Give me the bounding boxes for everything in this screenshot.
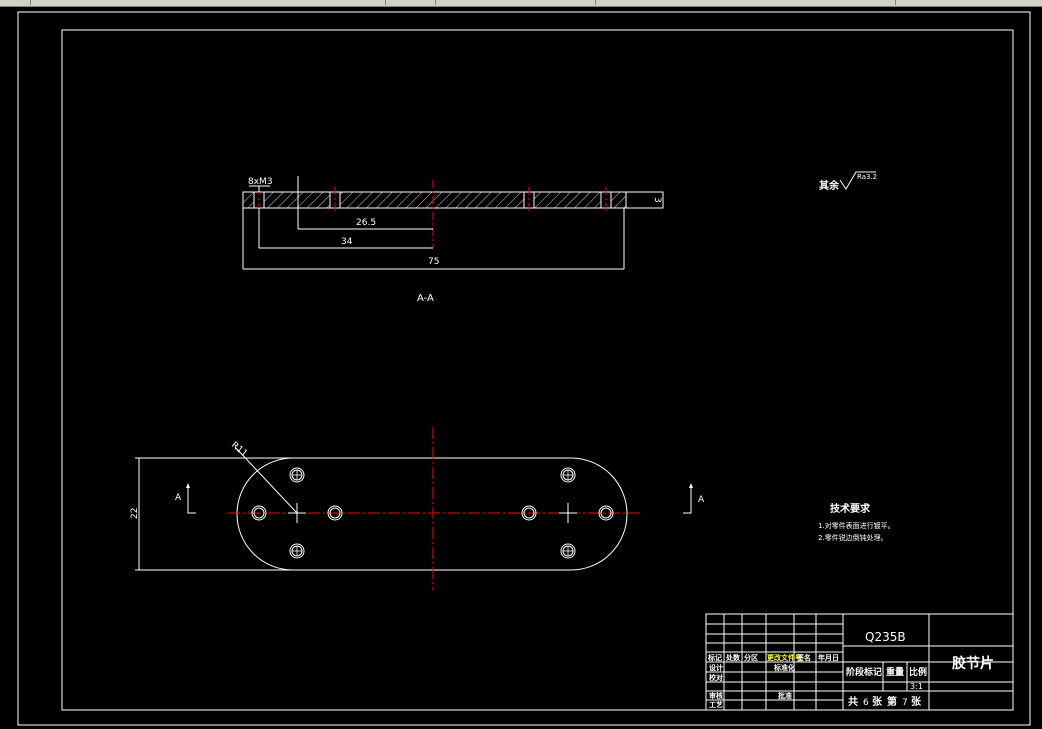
tech-req-item: 2.零件锐边倒钝处理。 (818, 533, 888, 542)
stage-header: 阶段标记 (846, 666, 882, 678)
sig-label: 校对 (709, 673, 723, 682)
sheet-no-label: 第 (887, 695, 897, 708)
section-label: A-A (417, 293, 434, 304)
plan-view[interactable]: R11 22 A A (130, 427, 705, 590)
toolbar-segment[interactable] (595, 0, 896, 5)
outer-frame (17, 11, 1031, 726)
hole-crosshairs (292, 470, 573, 556)
section-markers (187, 484, 692, 514)
height-dim: 22 (130, 508, 140, 519)
tech-requirements: 技术要求 1.对零件表面进行镀平。 2.零件锐边倒钝处理。 (818, 502, 895, 542)
section-marker-right: A (698, 495, 705, 505)
sig-label: 工艺 (709, 700, 723, 709)
section-hatch (243, 192, 663, 208)
sheets-unit: 张 (872, 695, 883, 708)
toolbar-segment[interactable] (895, 0, 1042, 5)
part-name: 胶节片 (952, 655, 994, 672)
section-view[interactable]: 8xM3 3 26.5 34 75 A-A (242, 176, 664, 304)
signature-labels: 设计 校对 审核 工艺 标准化 批准 (709, 663, 795, 709)
toolbar-strip (0, 0, 1042, 7)
title-block[interactable]: Q235B 胶节片 3:1 标记 处数 分区 更改文件号 签名 年月日 设计 校… (705, 613, 1014, 711)
surface-finish: 其余 Ra3.2 (819, 171, 877, 192)
tech-req-title: 技术要求 (830, 502, 871, 515)
rev-header: 签名 (796, 653, 811, 662)
sheet-unit: 张 (911, 695, 922, 708)
rev-header: 年月日 (818, 653, 839, 662)
sheet-count: 共 6 张 第 7 张 (848, 695, 922, 708)
section-centerlines (258, 180, 607, 248)
section-dimensions (242, 176, 625, 270)
toolbar-segment[interactable] (30, 0, 386, 5)
sig-label: 设计 (709, 663, 723, 672)
drawing-canvas[interactable]: 8xM3 3 26.5 34 75 A-A (0, 7, 1042, 729)
material: Q235B (865, 630, 906, 644)
dim-mid: 34 (341, 237, 353, 247)
toolbar-segment[interactable] (0, 0, 31, 5)
stage-header: 重量 (886, 666, 904, 678)
sheets-total-label: 共 (848, 695, 858, 708)
revision-header-row: 标记 处数 分区 更改文件号 签名 年月日 (707, 653, 839, 662)
thickness-dim: 3 (652, 197, 662, 203)
title-block-grid (705, 613, 1014, 711)
section-outline (242, 191, 664, 209)
dim-overall: 75 (428, 257, 439, 267)
slot-outline (236, 457, 628, 571)
rev-header: 更改文件号 (767, 653, 802, 662)
plan-centerlines (228, 427, 640, 590)
drawing-border (61, 29, 1014, 711)
sheets-total: 6 (863, 698, 869, 708)
rev-header: 处数 (725, 653, 741, 662)
thread-callout: 8xM3 (248, 177, 273, 187)
rev-header: 标记 (707, 653, 722, 662)
cad-drawing[interactable]: 8xM3 3 26.5 34 75 A-A (0, 7, 1042, 729)
toolbar-segment[interactable] (435, 0, 596, 5)
stage-headers: 阶段标记 重量 比例 (846, 666, 927, 678)
roughness-value: Ra3.2 (857, 173, 877, 181)
scale: 3:1 (910, 682, 923, 691)
sig-label: 审核 (709, 691, 723, 700)
sheet-no: 7 (902, 698, 908, 708)
rev-header: 分区 (744, 653, 758, 662)
surface-finish-prefix: 其余 (819, 179, 840, 192)
height-dim-lines (135, 457, 293, 571)
toolbar-segment[interactable] (385, 0, 436, 5)
section-marker-left: A (175, 493, 182, 503)
stage-header: 比例 (909, 666, 927, 678)
dim-inner: 26.5 (356, 218, 376, 228)
tech-req-item: 1.对零件表面进行镀平。 (818, 521, 895, 530)
sig-label: 标准化 (773, 663, 795, 672)
radius-dim: R11 (229, 440, 249, 459)
sig-label: 批准 (778, 691, 792, 700)
